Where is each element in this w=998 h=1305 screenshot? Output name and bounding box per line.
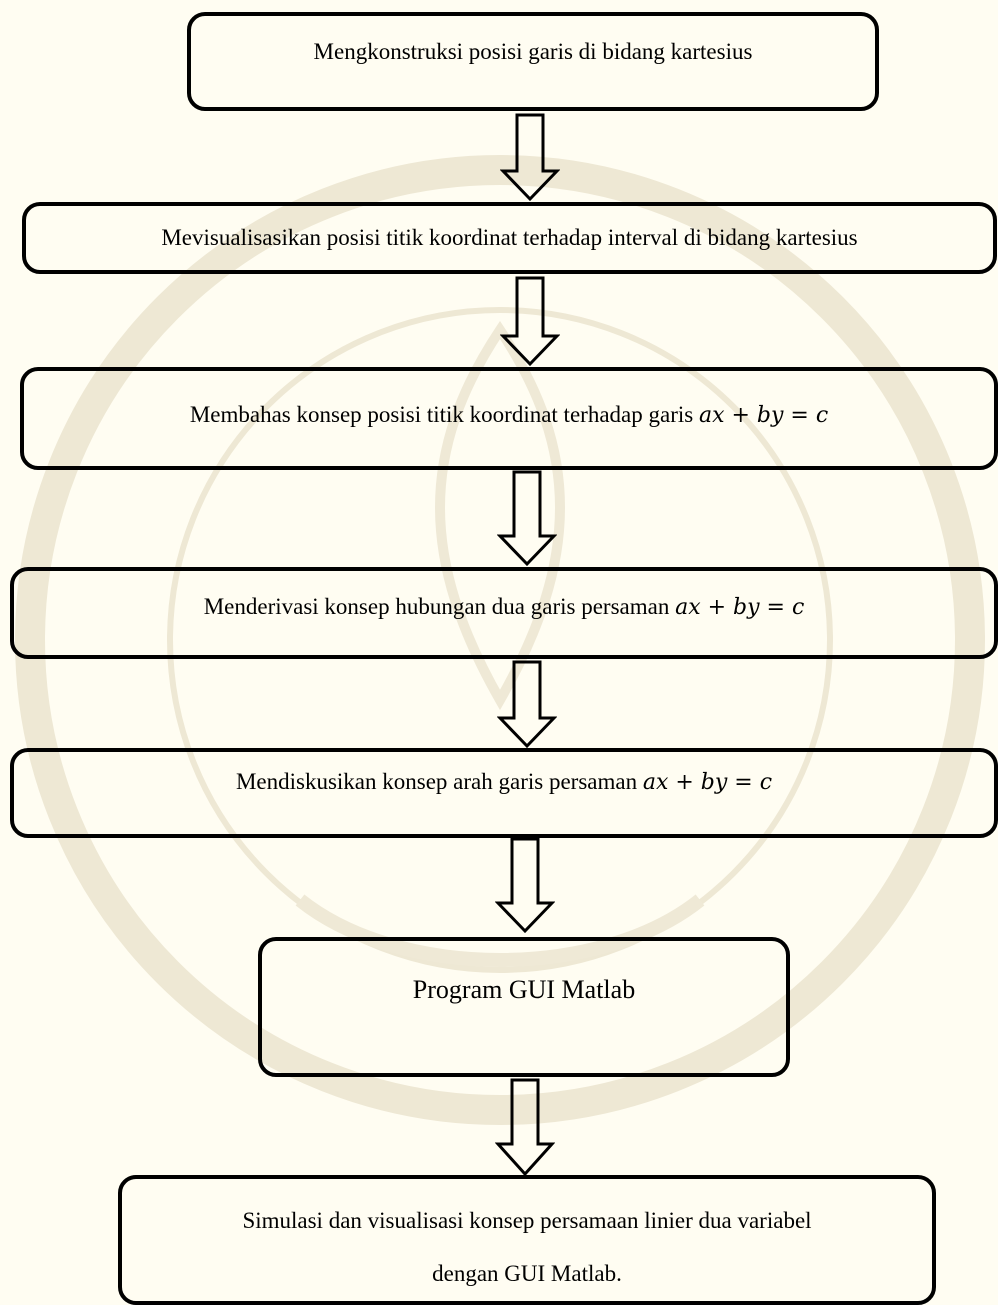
step-box-4: Menderivasi konsep hubungan dua garis pe… [10, 567, 998, 659]
step-box-5: Mendiskusikan konsep arah garis persaman… [10, 748, 998, 838]
step-3-equation: ax + by = c [698, 403, 829, 428]
step-5-text: Mendiskusikan konsep arah garis persaman [235, 769, 643, 794]
step-2-label: Mevisualisasikan posisi titik koordinat … [161, 225, 858, 251]
step-box-1: Mengkonstruksi posisi garis di bidang ka… [187, 12, 879, 111]
step-7-line-2: dengan GUI Matlab. [432, 1260, 622, 1286]
step-4-text: Menderivasi konsep hubungan dua garis pe… [203, 594, 676, 619]
arrow-down-2 [500, 276, 560, 367]
step-7-label: Simulasi dan visualisasi konsep persamaa… [242, 1195, 811, 1301]
arrow-down-6 [495, 1078, 555, 1177]
step-box-3: Membahas konsep posisi titik koordinat t… [20, 367, 998, 470]
arrow-down-5 [495, 837, 555, 934]
arrow-down-4 [497, 660, 557, 749]
step-5-label: Mendiskusikan konsep arah garis persaman… [236, 760, 772, 804]
step-1-label: Mengkonstruksi posisi garis di bidang ka… [313, 39, 753, 64]
step-box-6: Program GUI Matlab [258, 937, 790, 1077]
step-4-equation: ax + by = c [675, 595, 805, 620]
step-5-equation: ax + by = c [642, 770, 773, 795]
arrow-down-3 [497, 470, 557, 567]
step-7-line-1: Simulasi dan visualisasi konsep persamaa… [242, 1208, 812, 1233]
step-box-7: Simulasi dan visualisasi konsep persamaa… [118, 1175, 936, 1305]
arrow-down-1 [500, 113, 560, 202]
step-3-label: Membahas konsep posisi titik koordinat t… [190, 393, 828, 437]
step-box-2: Mevisualisasikan posisi titik koordinat … [22, 202, 997, 274]
step-6-label: Program GUI Matlab [412, 975, 636, 1004]
step-3-text: Membahas konsep posisi titik koordinat t… [189, 402, 699, 427]
step-4-label: Menderivasi konsep hubungan dua garis pe… [204, 585, 805, 629]
